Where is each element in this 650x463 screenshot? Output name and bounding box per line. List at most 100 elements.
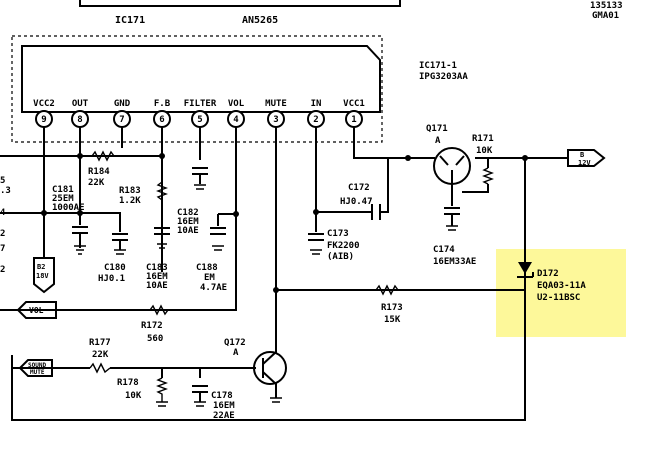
- pin-5-name: FILTER: [184, 99, 217, 109]
- d172-diode: [518, 262, 532, 274]
- c172-ref: C172: [348, 183, 370, 193]
- wire-pin4: [0, 127, 237, 311]
- c180-value: HJ0.1: [98, 274, 125, 284]
- r172-ref: R172: [141, 321, 163, 331]
- pin-8-number: 8: [77, 115, 82, 125]
- c178-capacitor: [192, 385, 208, 402]
- pin-1-number: 1: [351, 115, 356, 125]
- pin-2-name: IN: [311, 99, 322, 109]
- ic171-pins: VCC29OUT8GND7F.B6FILTER5VOL4MUTE3IN2VCC1…: [33, 99, 365, 128]
- q171-ref: Q171: [426, 124, 448, 134]
- c182-value2: 10AE: [177, 226, 199, 236]
- b12v-line2: 12V: [578, 159, 591, 167]
- r173-ref: R173: [381, 303, 403, 313]
- c178-value2: 22AE: [213, 411, 235, 421]
- r177-value: 22K: [92, 350, 109, 360]
- top-right-line1: 135133: [590, 1, 623, 11]
- wire-right-bus: [11, 158, 526, 421]
- left-edge-5: 7: [0, 244, 5, 254]
- q172-ref: Q172: [224, 338, 246, 348]
- c181-ref: C181: [52, 185, 74, 195]
- r171-resistor: [482, 167, 494, 185]
- pin-7-name: GND: [114, 99, 131, 109]
- c174-ref: C174: [433, 245, 455, 255]
- ic171-dashed-outline: [11, 35, 383, 143]
- r184-ref: R184: [88, 167, 110, 177]
- r177-ref: R177: [89, 338, 111, 348]
- c180-ref: C180: [104, 263, 126, 273]
- sound-mute-line1: SOUND: [28, 362, 46, 369]
- r171-value: 10K: [476, 146, 493, 156]
- q172-transistor: [253, 351, 287, 385]
- c174-ground: [446, 225, 458, 231]
- c181-capacitor: [72, 226, 88, 248]
- c183-ground: [157, 243, 167, 249]
- top-right-line2: GMA01: [592, 11, 619, 21]
- r183-value: 1.2K: [119, 196, 141, 206]
- c174-capacitor: [444, 195, 460, 226]
- r184-resistor: [91, 150, 115, 162]
- r183-resistor: [156, 181, 168, 201]
- c182-capacitor: [192, 167, 208, 184]
- b18v-line1: B2: [37, 263, 45, 271]
- c178-ground: [194, 401, 206, 407]
- r184-value: 22K: [88, 178, 105, 188]
- c188-ground: [212, 245, 224, 251]
- c180-capacitor: [112, 233, 128, 250]
- c173-ref: C173: [327, 229, 349, 239]
- r178-value: 10K: [125, 391, 142, 401]
- c188-value2: 4.7AE: [200, 283, 227, 293]
- c178-ref: C178: [211, 391, 233, 401]
- r178-ground: [156, 401, 168, 407]
- c173-value1: FK2200: [327, 241, 360, 251]
- r172-value: 560: [147, 334, 163, 344]
- d172-value1: EQA03-11A: [537, 281, 586, 291]
- junction-dots: [41, 153, 528, 293]
- d172-ref: D172: [537, 269, 559, 279]
- r178-ref: R178: [117, 378, 139, 388]
- left-edge-6: 2: [0, 265, 5, 275]
- c173-capacitor: [308, 233, 324, 241]
- left-edge-1: 5: [0, 176, 5, 186]
- wire-bus-213: [0, 212, 121, 232]
- sound-mute-line2: MUTE: [30, 369, 45, 376]
- ic171-part: AN5265: [242, 15, 278, 26]
- wire-r171: [462, 158, 489, 193]
- c183-ref: C183: [146, 263, 168, 273]
- sound-mute-connector: [18, 359, 53, 377]
- r171-ref: R171: [472, 134, 494, 144]
- b18v-line2: 18V: [36, 272, 49, 280]
- c183-capacitor: [154, 227, 170, 235]
- wire-pin1: [353, 127, 435, 159]
- q172-leads: [262, 330, 277, 398]
- pin-9-name: VCC2: [33, 99, 55, 109]
- c174-value: 16EM33AE: [433, 257, 476, 267]
- pin-6-name: F.B: [154, 99, 171, 109]
- c182-ref: C182: [177, 208, 199, 218]
- c180-ground: [114, 249, 126, 255]
- d172-highlight: [496, 249, 626, 337]
- r173-resistor: [375, 284, 399, 296]
- c173-value2: (AIB): [327, 252, 354, 262]
- c172-value: HJ0.47: [340, 197, 373, 207]
- q171-suffix: A: [435, 136, 441, 146]
- b12v-line1: B: [580, 151, 584, 159]
- pin-6-number: 6: [159, 115, 164, 125]
- pin-3-name: MUTE: [265, 99, 287, 109]
- left-edge-2: .3: [0, 186, 11, 196]
- vol-connector: [16, 301, 57, 319]
- pin-9-number: 9: [41, 115, 46, 125]
- q172-ground: [270, 397, 282, 403]
- pin-7-number: 7: [119, 115, 124, 125]
- left-edge-4: 2: [0, 229, 5, 239]
- wire-q172-base: [161, 368, 201, 378]
- q171-leads: [439, 155, 465, 195]
- wire-sound-mute: [11, 355, 256, 369]
- b18v-connector: [33, 257, 55, 294]
- r183-ref: R183: [119, 186, 141, 196]
- d172-bar: [517, 272, 534, 278]
- ic171-body: [21, 45, 381, 113]
- c173-ground: [310, 249, 322, 255]
- ic171-1-ref: IC171-1: [419, 61, 457, 71]
